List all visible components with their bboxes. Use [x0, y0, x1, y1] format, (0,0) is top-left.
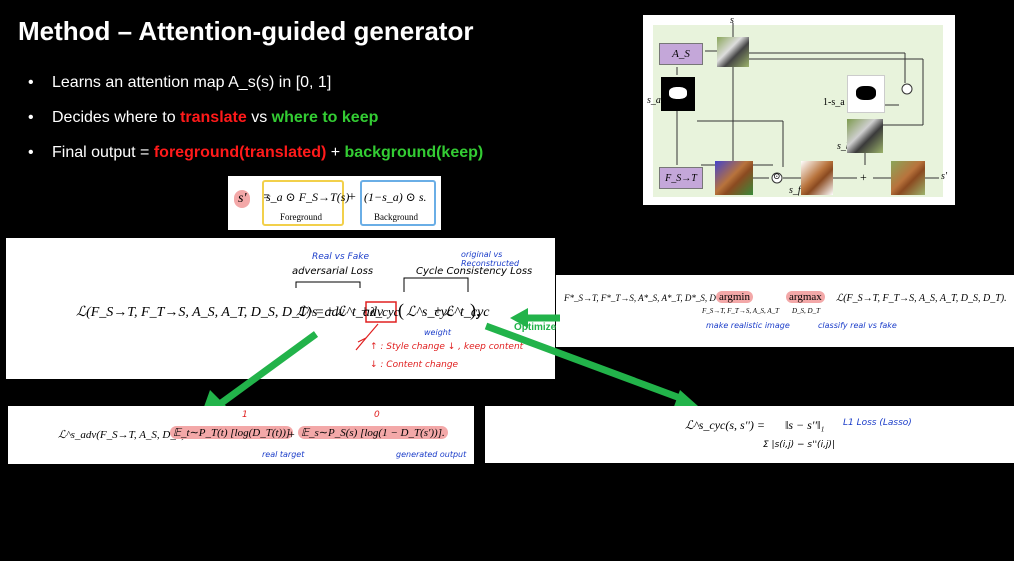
odot-symbol: ⊙ [773, 171, 781, 181]
adversarial-formula-panel: ℒ^s_adv(F_S→T, A_S, D_T) = 𝔼_t∼P_T(t) [l… [8, 406, 474, 464]
annotation-one: 1 [242, 410, 248, 420]
loss-plus: + [361, 304, 369, 319]
argmin-subscript: F_S→T, F_T→S, A_S, A_T [702, 307, 780, 315]
optimize-panel: F*_S→T, F*_T→S, A*_S, A*_T, D*_S, D*_T =… [556, 275, 1014, 347]
adv-term-real: 𝔼_t∼P_T(t) [log(D_T(t))] [170, 426, 294, 439]
foreground-horse-image [801, 161, 833, 195]
adv-plus: + [288, 427, 295, 441]
bullet-item: • Final output = foreground(translated) … [28, 144, 484, 161]
attention-mask-image [661, 77, 695, 111]
sb-label: s_b [837, 141, 851, 152]
foreground-box [262, 180, 344, 226]
annotation-adversarial: adversarial Loss [292, 266, 374, 277]
bullet-text: Learns an attention map A_s(s) in [0, 1] [52, 74, 332, 91]
bullet-text: vs [246, 109, 272, 126]
annotation-weight: weight [424, 328, 451, 337]
optimize-label: Optimize [514, 322, 557, 333]
output-horse-image [891, 161, 925, 195]
annotation-classify: classify real vs fake [818, 321, 897, 330]
loss-adv-s: ℒ^s_adv [296, 305, 345, 320]
generator-box: F_S→T [659, 167, 703, 189]
loss-cyc-s: ℒ^s_cyc [406, 305, 454, 320]
background-zebra-image [847, 119, 883, 153]
loss-lhs: ℒ(F_S→T, F_T→S, A_S, A_T, D_S, D_T) = [76, 305, 325, 320]
background-label: Background [374, 212, 418, 222]
adv-term-fake: 𝔼_s∼P_S(s) [log(1 − D_T(s'))]. [298, 426, 448, 439]
annotation-up: ↑ : Style change ↓ , keep content [370, 342, 524, 352]
plus-symbol: + [860, 170, 867, 184]
formula-eq: = [262, 190, 270, 205]
loss-paren: ( [398, 300, 404, 320]
attention-net-box: A_S [659, 43, 703, 65]
loss-plus: + [434, 304, 442, 319]
argmax-subscript: D_S, D_T [792, 307, 821, 315]
attention-net-label: A_S [672, 48, 690, 60]
bullet-list: •Learns an attention map A_s(s) in [0, 1… [28, 74, 483, 179]
bullet-green-text: background(keep) [344, 144, 484, 161]
sf-label: s_f [789, 185, 801, 196]
argmin-term: argmin [716, 291, 753, 303]
optimize-lhs: F*_S→T, F*_T→S, A*_S, A*_T, D*_S, D*_T = [564, 293, 739, 303]
sa-label: s_a [647, 95, 661, 106]
inverse-mask-image [847, 75, 885, 113]
background-term: (1−s_a) ⊙ s. [364, 190, 427, 204]
bullet-item: • Decides where to translate vs where to… [28, 109, 379, 126]
annotation-sum: Σ |s(i,j) − s''(i,j)| [763, 440, 835, 450]
annotation-generated-output: generated output [396, 450, 467, 459]
loss-plus: + [326, 304, 334, 319]
generator-label: F_S→T [665, 173, 697, 184]
architecture-diagram: s A_S s_a 1-s_a s_b F_S→T ⊙ s_f + s' [643, 15, 955, 205]
bullet-text: Decides where to [52, 109, 181, 126]
input-label: s [730, 15, 734, 26]
background-box [360, 180, 436, 226]
adv-lhs: ℒ^s_adv(F_S→T, A_S, D_T) = [58, 429, 196, 441]
cycle-formula-panel: ℒ^s_cyc(s, s'') = ‖s − s''‖₁ L1 Loss (La… [485, 406, 1014, 463]
cyc-lhs: ℒ^s_cyc(s, s'') = [685, 418, 765, 432]
annotation-down: ↓ : Content change [370, 360, 459, 370]
argmax-term: argmax [786, 291, 825, 303]
output-label: s' [941, 171, 948, 182]
bullet-green-text: where to keep [271, 109, 379, 126]
slide-title: Method – Attention-guided generator [18, 16, 474, 46]
loss-adv-t: ℒ^t_adv [336, 305, 384, 320]
loss-lambda: λ_cyc [370, 304, 400, 319]
formula-box: s' = s_a ⊙ F_S→T(s) Foreground + (1−s_a)… [228, 176, 441, 230]
foreground-term: s_a ⊙ F_S→T(s) [266, 190, 350, 204]
loss-brackets [295, 277, 469, 351]
bullet-red-text: translate [180, 109, 247, 126]
optimize-rhs: ℒ(F_S→T, F_T→S, A_S, A_T, D_S, D_T). [836, 293, 1007, 304]
bullet-text: Final output = [52, 144, 154, 161]
formula-plus: + [348, 190, 356, 205]
annotation-make-realistic: make realistic image [706, 321, 790, 330]
formula-lhs: s' [234, 190, 251, 208]
translated-horse-image [715, 161, 753, 195]
annotation-real-fake: Real vs Fake [312, 252, 369, 262]
bullet-item: •Learns an attention map A_s(s) in [0, 1… [28, 74, 332, 91]
annotation-cycle: Cycle Consistency Loss [416, 266, 533, 277]
loss-cyc-t: ℒ^t_cyc [444, 305, 490, 320]
bullet-text: + [326, 144, 345, 161]
loss-tail: ), [470, 300, 481, 320]
annotation-real-target: real target [262, 450, 305, 459]
annotation-l1-loss: L1 Loss (Lasso) [843, 418, 912, 428]
inverse-mask-label: 1-s_a [823, 97, 845, 108]
input-zebra-image [717, 37, 749, 67]
cyc-rhs: ‖s − s''‖₁ [785, 418, 825, 432]
annotation-original-reconstructed: original vs Reconstructed [461, 250, 520, 268]
foreground-label: Foreground [280, 212, 322, 222]
bullet-red-text: foreground(translated) [153, 144, 327, 161]
annotation-zero: 0 [374, 410, 380, 420]
main-loss-panel: Real vs Fake adversarial Loss original v… [6, 238, 555, 379]
